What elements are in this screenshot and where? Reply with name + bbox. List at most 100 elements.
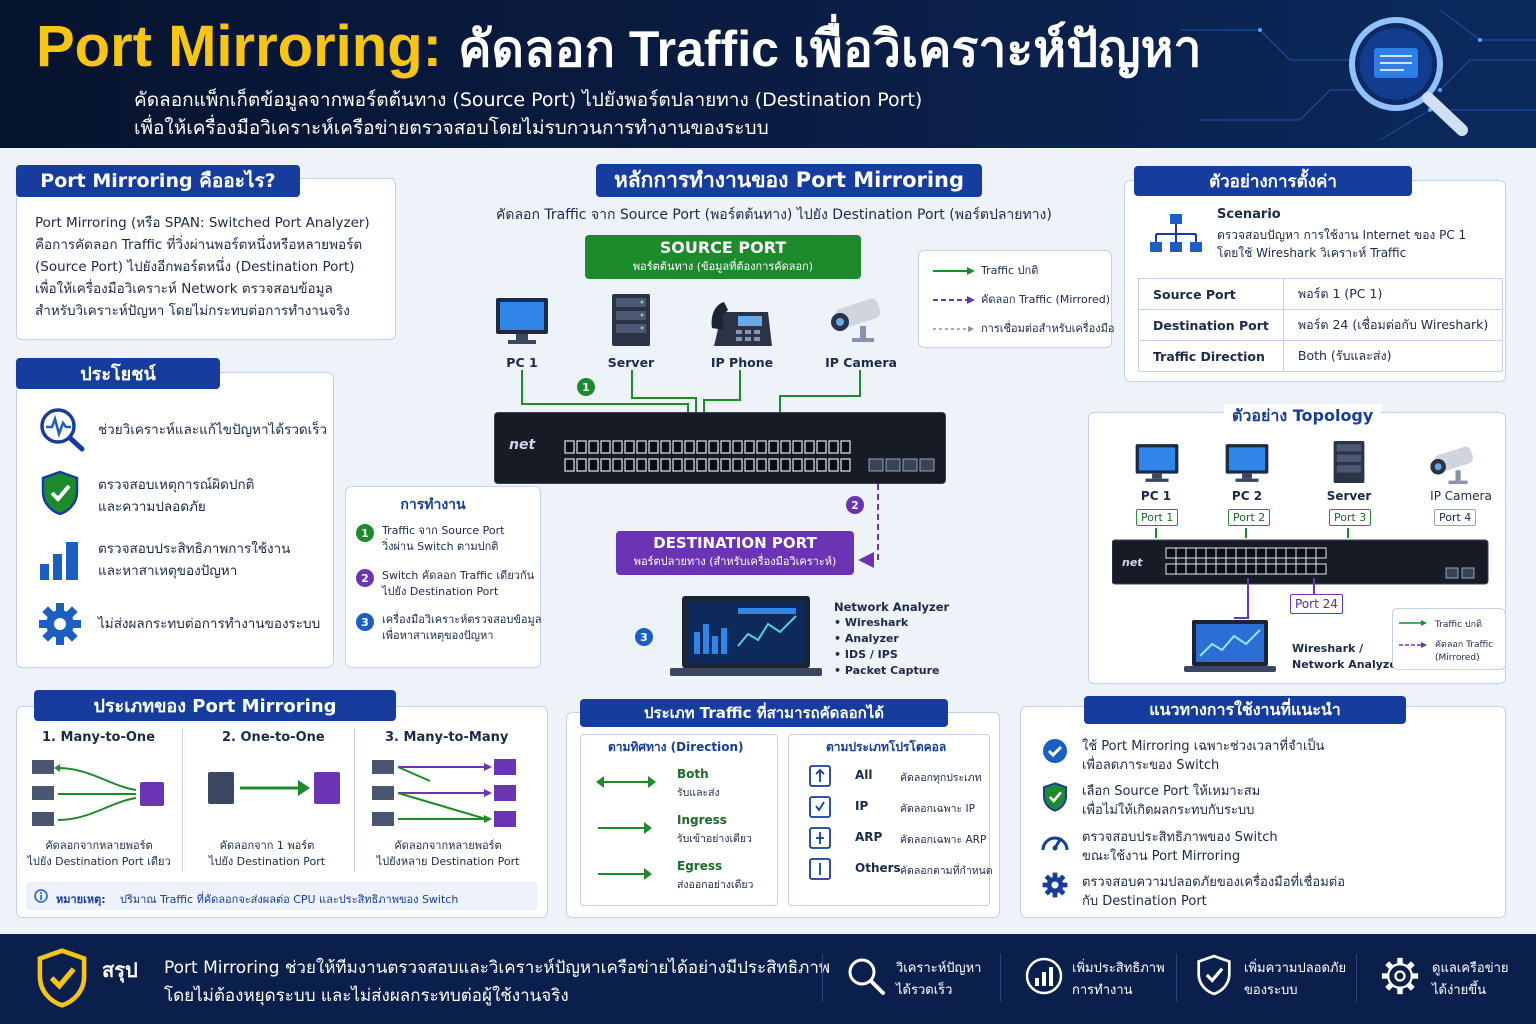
topology-legend-normal: Traffic ปกติ (1435, 620, 1482, 630)
performance-icon (1025, 957, 1063, 995)
guideline-4: ตรวจสอบความปลอดภัยของเครื่องมือที่เชื่อม… (1082, 873, 1345, 911)
topology-title: ตัวอย่าง Topology (1224, 404, 1382, 429)
device-label-ip-camera: IP Camera (825, 355, 897, 370)
how-it-works-panel (345, 486, 541, 668)
header-subtitle: คัดลอกแพ็กเก็ตข้อมูลจากพอร์ตต้นทาง (Sour… (134, 86, 922, 142)
type-1-title: 1. Many-to-One (42, 730, 156, 745)
how-step-line: วิ่งผ่าน Switch ตามปกติ (382, 540, 499, 553)
protocol-desc: คัดลอกเฉพาะ ARP (900, 834, 987, 846)
legend-normal: Traffic ปกติ (981, 264, 1039, 277)
footer-divider (822, 954, 823, 1002)
topology-connections: net (1112, 528, 1489, 586)
type-2-title: 2. One-to-One (222, 730, 325, 745)
types-title: ประเภทของ Port Mirroring (34, 690, 396, 721)
note-label: หมายเหตุ: (56, 893, 106, 906)
types-note: หมายเหตุ: ปริมาณ Traffic ที่คัดลอกจะส่งผ… (26, 882, 538, 910)
step-2-marker: 2 (846, 496, 864, 514)
page-title: Port Mirroring: คัดลอก Traffic เพื่อวิเค… (36, 10, 1202, 89)
what-is-panel (16, 178, 396, 340)
footer: สรุป Port Mirroring ช่วยให้ทีมงานตรวจสอบ… (0, 934, 1536, 1024)
how-step-line: เครื่องมือวิเคราะห์ตรวจสอบข้อมูล (382, 613, 542, 626)
shield-check-icon (37, 948, 87, 1008)
config-value: พอร์ต 24 (เชื่อมต่อกับ Wireshark) (1282, 309, 1504, 341)
pc-icon (1135, 444, 1179, 482)
switch-ports (564, 440, 851, 472)
destination-port-sub: พอร์ตปลายทาง (สำหรับเครื่องมือวิเคราะห์) (633, 555, 837, 568)
port-tag: Port 3 (1329, 509, 1372, 526)
footer-feature-line: ได้ง่ายขึ้น (1432, 983, 1487, 998)
topology-legend-mirrored: คัดลอก Traffic (Mirrored) (1435, 639, 1493, 665)
pulse-search-icon (40, 408, 85, 452)
destination-port-box: DESTINATION PORT พอร์ตปลายทาง (สำหรับเคร… (616, 531, 854, 575)
guideline-line: ตรวจสอบความปลอดภัยของเครื่องมือที่เชื่อม… (1082, 875, 1346, 890)
direction-arrows (596, 776, 656, 880)
topology-legend-lines (1399, 620, 1427, 648)
guideline-line: เพื่อไม่ให้เกิดผลกระทบกับระบบ (1082, 803, 1255, 818)
analyzer-item: • IDS / IPS (834, 648, 898, 661)
footer-feature-line: เพิ่มประสิทธิภาพ (1072, 961, 1165, 976)
what-is-text: Port Mirroring (หรือ SPAN: Switched Port… (35, 212, 370, 322)
network-switch: net (494, 412, 946, 484)
search-icon (848, 958, 885, 995)
direction-name: Egress (677, 859, 723, 873)
guideline-line: ขณะใช้งาน Port Mirroring (1082, 849, 1241, 864)
how-it-works-title: การทำงาน (400, 497, 466, 513)
topology-analyzer-line: Network Analyzer (1292, 658, 1403, 671)
traffic-types-title: ประเภท Traffic ที่สามารถคัดลอกได้ (580, 699, 948, 727)
footer-feature-line: เพิ่มความปลอดภัย (1244, 961, 1347, 976)
guideline-line: ตรวจสอบประสิทธิภาพของ Switch (1082, 830, 1278, 845)
many-to-many-diagram (372, 759, 516, 827)
protocol-box (788, 734, 990, 906)
footer-feature-4: ดูแลเครือข่ายได้ง่ายขึ้น (1432, 958, 1509, 1002)
config-key: Destination Port (1138, 309, 1284, 341)
title-rest: คัดลอก Traffic เพื่อวิเคราะห์ปัญหา (458, 21, 1202, 77)
title-main: Port Mirroring: (36, 14, 442, 79)
guideline-line: ใช้ Port Mirroring เฉพาะช่วงเวลาที่จำเป็… (1082, 739, 1325, 754)
magnifier-icon (1349, 17, 1468, 136)
server-icon (612, 294, 650, 346)
shield-check-icon (41, 470, 79, 516)
topology-device-label: PC 1 (1140, 489, 1172, 503)
benefit-line: และหาสาเหตุของปัญหา (98, 563, 238, 579)
ip-phone-icon (711, 302, 772, 346)
direction-box (580, 734, 778, 906)
shield-check-icon (1197, 954, 1231, 996)
config-key: Source Port (1138, 278, 1284, 310)
principle-legend: Traffic ปกติ คัดลอก Traffic (Mirrored) ก… (918, 250, 1115, 348)
scenario-label: Scenario (1217, 207, 1281, 222)
how-step-1-text: Traffic จาก Source Port วิ่งผ่าน Switch ต… (382, 523, 504, 555)
protocol-desc: คัดลอกทุกประเภท (900, 772, 982, 784)
footer-divider (1000, 954, 1001, 1002)
topology-legend-line: คัดลอก Traffic (1435, 640, 1494, 650)
direction-desc: รับเข้าอย่างเดียว (677, 833, 752, 845)
step-1-marker: 1 (577, 378, 595, 396)
network-lines-decoration (1180, 9, 1536, 141)
how-step-line: Traffic จาก Source Port (382, 524, 505, 537)
topology-device-label: PC 2 (1231, 489, 1263, 503)
config-value: Both (รับและส่ง) (1282, 340, 1504, 372)
type-desc-line: คัดลอกจากหลายพอร์ต (45, 839, 153, 852)
footer-title: สรุป (102, 958, 138, 982)
pc-icon (1225, 444, 1269, 482)
footer-summary: Port Mirroring ช่วยให้ทีมงานตรวจสอบและวิ… (164, 954, 830, 1010)
pc-icon (496, 298, 548, 344)
sfp-ports (868, 458, 935, 472)
benefit-line: และความปลอดภัย (98, 499, 206, 515)
config-title: ตัวอย่างการตั้งค่า (1134, 166, 1412, 196)
footer-summary-line: Port Mirroring ช่วยให้ทีมงานตรวจสอบและวิ… (164, 958, 831, 978)
many-to-one-diagram (32, 760, 164, 826)
ip-camera-icon (1430, 446, 1474, 485)
analyzer-laptop-icon (670, 596, 822, 676)
footer-feature-2: เพิ่มประสิทธิภาพการทำงาน (1072, 958, 1165, 1002)
legend-tool-connection: การเชื่อมต่อสำหรับเครื่องมือ (981, 322, 1115, 335)
analyzer-title: Network Analyzer (834, 600, 950, 614)
info-icon (34, 889, 48, 903)
bar-chart-icon (40, 542, 78, 580)
benefit-text-1: ช่วยวิเคราะห์และแก้ไขปัญหาได้รวดเร็ว (98, 422, 328, 438)
what-is-line: คือการคัดลอก Traffic ที่วิ่งผ่านพอร์ตหนึ… (35, 237, 363, 253)
types-divider (182, 728, 183, 872)
analyzer-list: Network Analyzer • Wireshark • Analyzer … (834, 599, 949, 679)
topology-device-label: Server (1326, 489, 1372, 503)
ip-camera-icon (831, 298, 881, 342)
protocol-icons (809, 765, 831, 880)
